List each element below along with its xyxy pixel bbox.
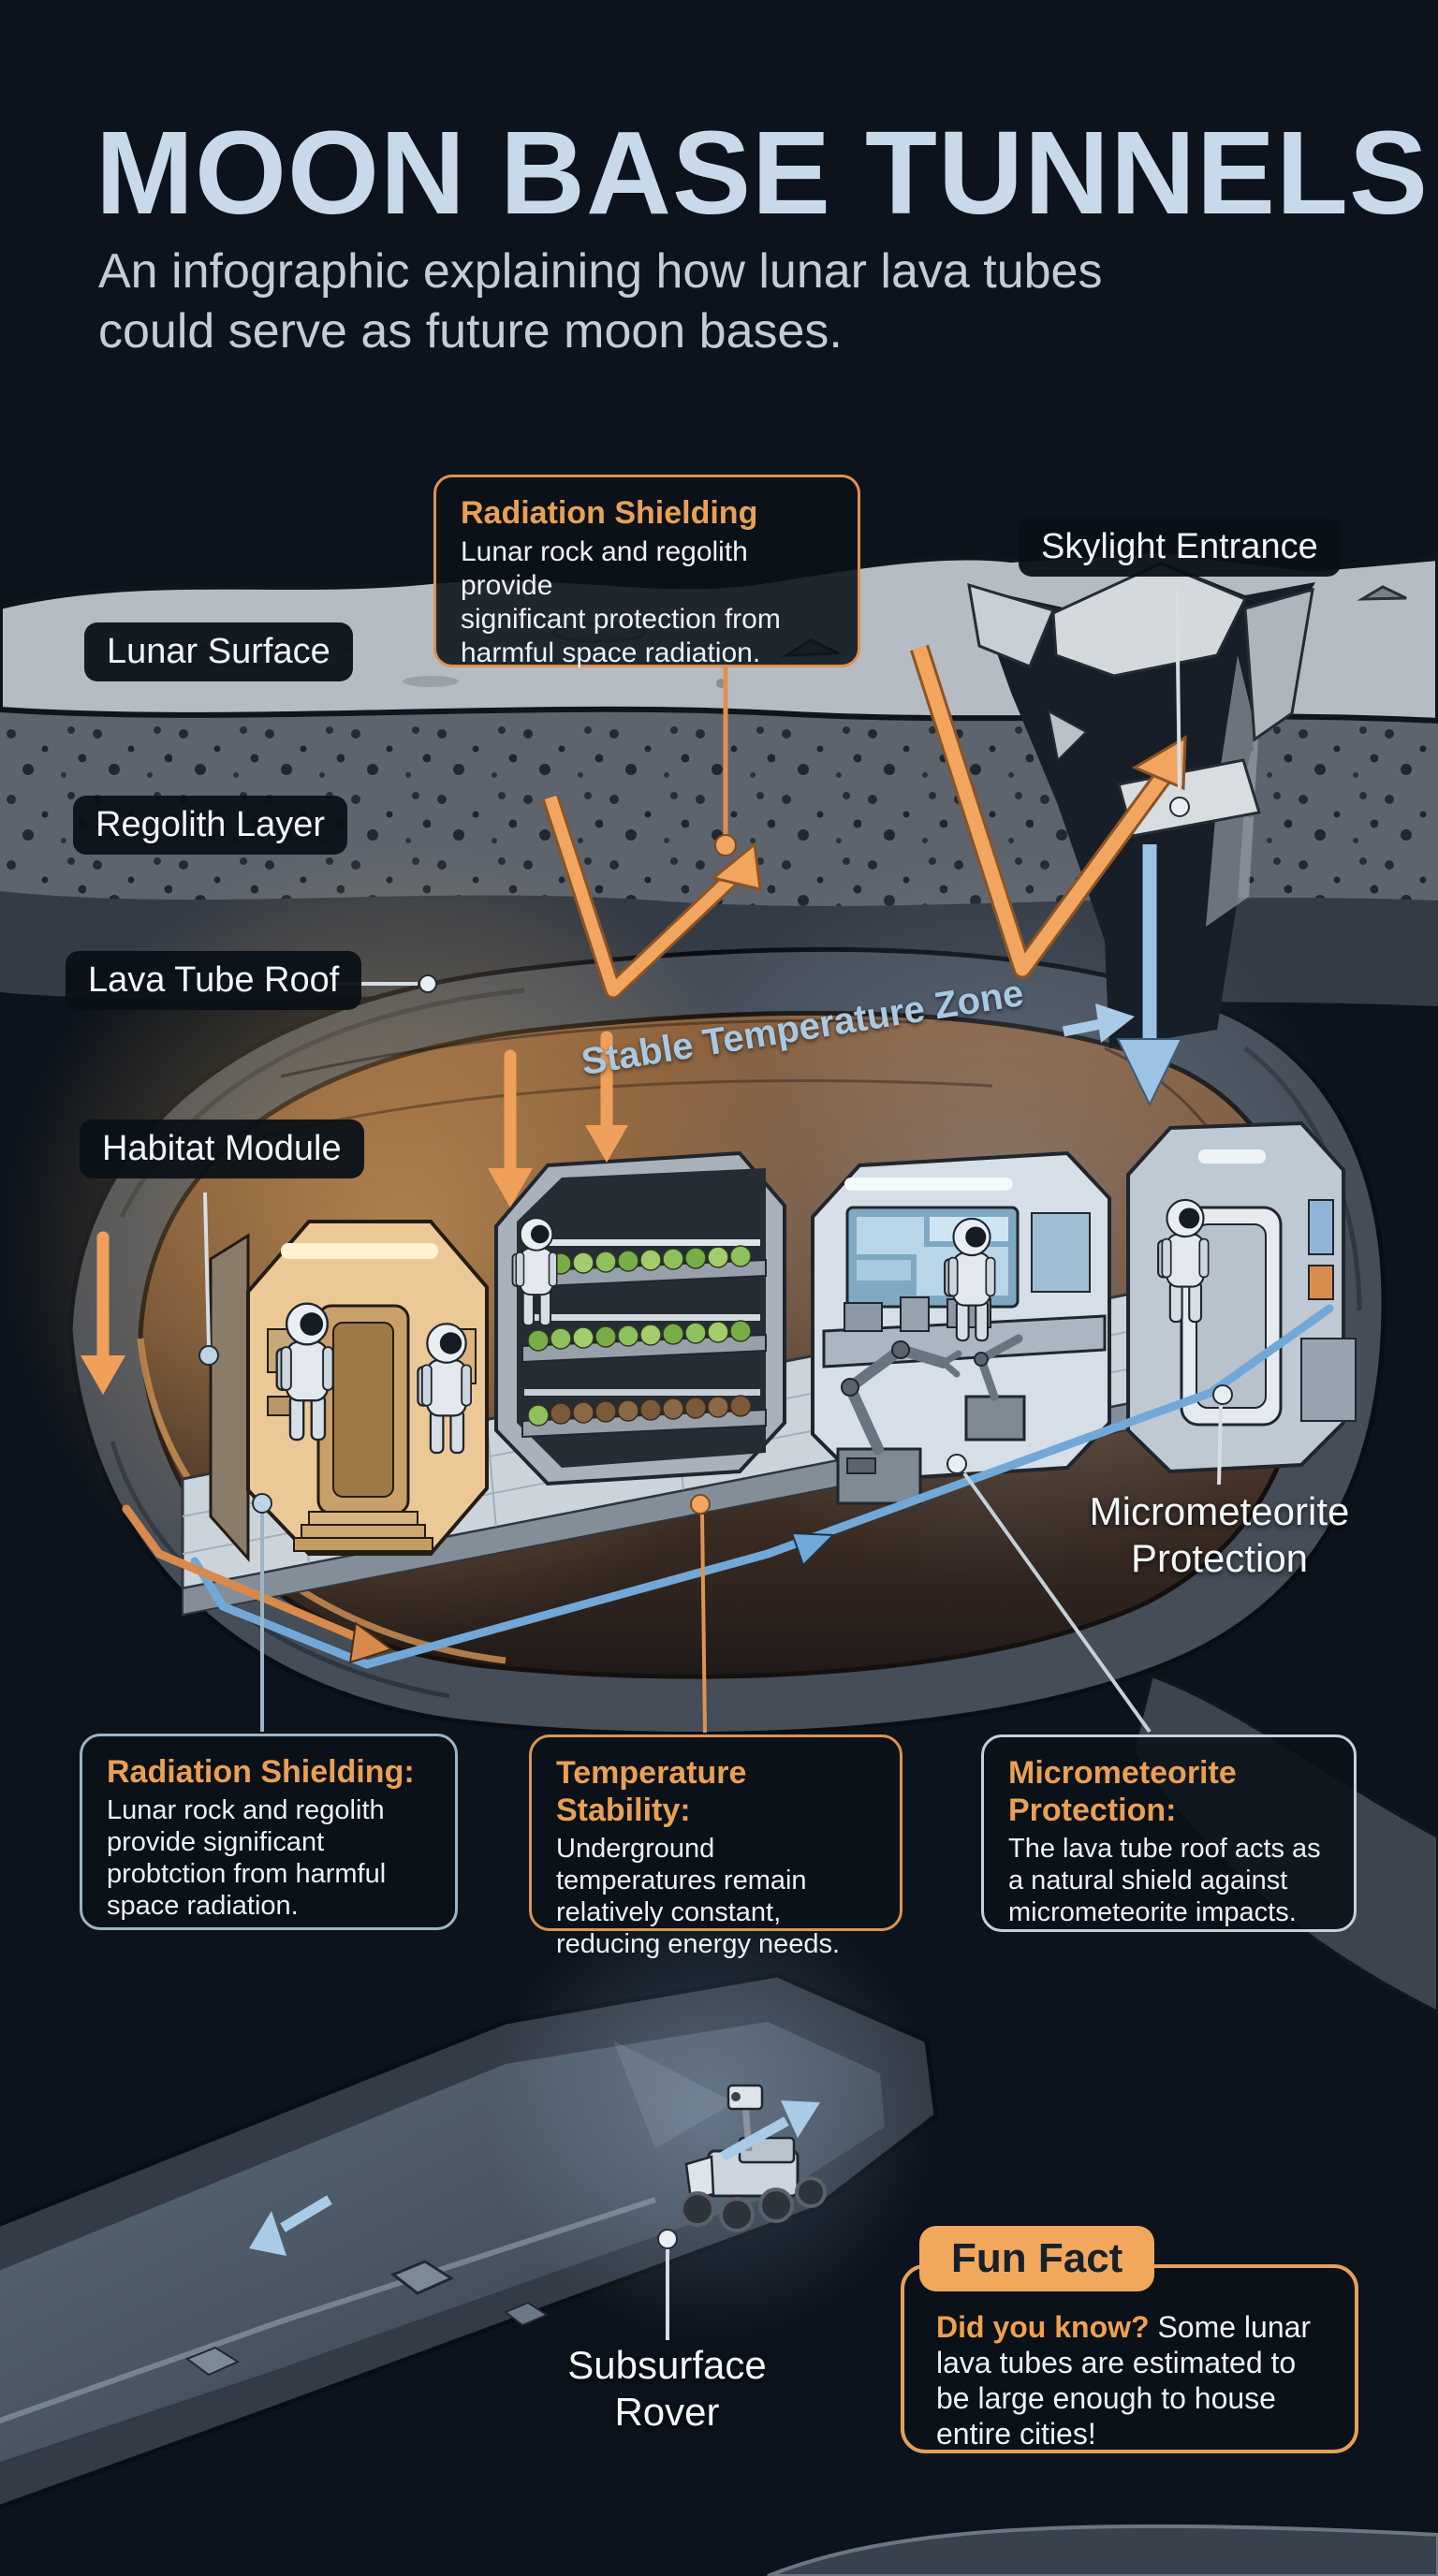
pipe-blue-arrowhead (790, 1531, 836, 1567)
callout-body: Lunar rock and regolith provide signific… (461, 536, 781, 668)
rover (613, 2041, 827, 2232)
subsurface-tunnel (0, 1891, 939, 2510)
fun-fact-body: Some lunar lava tubes are estimated to b… (936, 2310, 1312, 2451)
tunnel-direction-arrow (249, 2100, 820, 2256)
radiation-bounce-arrow (541, 795, 762, 1000)
fun-fact-box: Did you know? Some lunar lava tubes are … (901, 2264, 1358, 2453)
connector-lines (198, 586, 1233, 2340)
fun-fact-text: Did you know? Some lunar lava tubes are … (936, 2309, 1327, 2452)
greenhouse-module (494, 1150, 786, 1486)
lab-module (811, 1150, 1111, 1484)
label-regolith-layer: Regolith Layer (73, 796, 348, 855)
bottom-rock-band (767, 2524, 1438, 2576)
label-lunar-surface: Lunar Surface (84, 622, 353, 681)
greenhouse-shelves (521, 1239, 767, 1439)
callout-body: The lava tube roof acts as a natural shi… (1008, 1834, 1321, 1927)
callout-body: Lunar rock and regolith provide signific… (107, 1795, 387, 1921)
label-habitat-module: Habitat Module (80, 1120, 364, 1178)
pipe-orange-arrowhead (348, 1621, 394, 1664)
callout-radiation-shielding-top: Radiation Shielding Lunar rock and regol… (433, 475, 860, 668)
callout-heading: Micrometeorite Protection: (1008, 1755, 1237, 1828)
radiation-bounce-arrow (910, 644, 1187, 979)
label-micrometeorite-protection: Micrometeorite Protection (1089, 1489, 1350, 1580)
callout-micrometeorite-protection: Micrometeorite Protection: The lava tube… (981, 1734, 1357, 1932)
callout-heading: Temperature Stability: (556, 1755, 747, 1828)
robot-unit (964, 1334, 1026, 1442)
label-subsurface-rover: Subsurface Rover (567, 2343, 767, 2434)
label-skylight-entrance: Skylight Entrance (1019, 518, 1341, 577)
airlock-module (1126, 1120, 1357, 1474)
page-title: MOON BASE TUNNELS (95, 107, 1430, 239)
callout-heading: Radiation Shielding: (107, 1754, 415, 1790)
callout-body: Underground temperatures remain relative… (556, 1834, 841, 1959)
fun-fact-lead: Did you know? (936, 2310, 1150, 2344)
pipe-blue (190, 1304, 1334, 1669)
callout-radiation-shielding: Radiation Shielding: Lunar rock and rego… (80, 1734, 458, 1930)
callout-temperature-stability: Temperature Stability: Underground tempe… (529, 1734, 902, 1959)
pipe-orange (122, 1504, 368, 1645)
robot-arm (836, 1340, 962, 1505)
callout-heading: Radiation Shielding (461, 495, 758, 531)
skylight-down-arrow (1116, 844, 1183, 1107)
page-subtitle: An infographic explaining how lunar lava… (98, 244, 1103, 359)
temperature-right-arrow (1062, 1003, 1135, 1043)
label-lava-tube-roof: Lava Tube Roof (66, 951, 362, 1010)
radiation-down-arrow (81, 1031, 628, 1395)
fun-fact-tab: Fun Fact (919, 2226, 1155, 2291)
